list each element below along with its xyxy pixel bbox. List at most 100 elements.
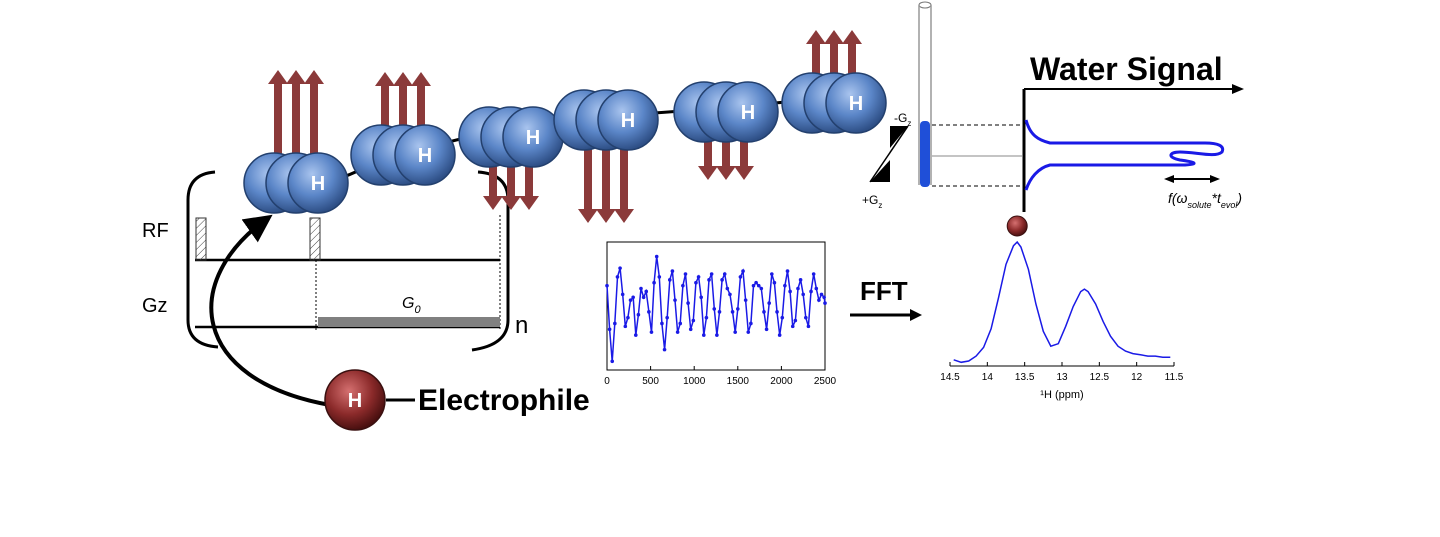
spin-group: H — [553, 89, 659, 223]
gradient-line — [869, 125, 909, 183]
data-point — [701, 333, 706, 337]
pos-gradient-label: +Gz — [862, 193, 882, 210]
shift-arrow-left — [1164, 175, 1174, 183]
water-signal-trace — [1024, 119, 1225, 191]
x-tick-label: 2500 — [814, 376, 837, 387]
repeat-label: n — [515, 312, 528, 339]
shift-arrow-right — [1210, 175, 1220, 183]
data-point — [746, 330, 751, 334]
data-point — [678, 321, 683, 326]
data-point — [722, 272, 727, 276]
spin-group: H — [673, 81, 779, 180]
data-point — [712, 307, 717, 311]
spin-arrow — [578, 138, 598, 223]
spin-arrow — [501, 155, 521, 210]
spin-sphere — [287, 152, 349, 214]
data-point — [636, 312, 641, 317]
x-tick-label: 1500 — [727, 376, 750, 387]
spin-sphere — [717, 81, 779, 143]
spin-sphere — [394, 124, 456, 186]
x-tick-label: 12.5 — [1090, 372, 1110, 383]
shift-annotation: f(ωsolute*tevol) — [1168, 190, 1242, 210]
water-signal-group: Water Signal f(ωsolute*tevol) — [1022, 51, 1244, 212]
data-point — [626, 315, 630, 320]
spin-arrow — [734, 130, 754, 180]
data-point — [652, 280, 656, 285]
electrophile-label: Electrophile — [418, 384, 590, 417]
gradient-block — [318, 317, 500, 327]
data-point — [681, 283, 685, 288]
data-point — [660, 321, 664, 326]
spin-arrow — [614, 138, 634, 223]
data-point — [798, 278, 803, 282]
data-point — [743, 298, 748, 302]
rf-pulse-2 — [309, 217, 321, 261]
data-point — [822, 295, 826, 300]
spin-arrow — [393, 72, 413, 127]
data-point — [762, 310, 766, 314]
data-point — [605, 283, 609, 288]
rf-label: RF — [142, 220, 169, 242]
data-point — [707, 278, 711, 282]
data-point — [728, 292, 732, 297]
x-tick-label: 2000 — [770, 376, 793, 387]
tube-sample — [920, 121, 930, 187]
spin-sphere — [825, 72, 887, 134]
data-point — [751, 283, 756, 288]
spin-arrow — [304, 70, 324, 155]
fft-group: FFT — [850, 276, 922, 321]
spin-atom-label: H — [311, 173, 325, 195]
spin-atom-label: H — [849, 93, 863, 115]
data-point — [775, 310, 779, 314]
exchange-arrow — [209, 214, 331, 407]
data-point — [675, 330, 680, 334]
spin-atom-label: H — [741, 102, 755, 124]
data-point — [777, 333, 782, 337]
data-point — [738, 275, 743, 279]
x-axis-label: ¹H (ppm) — [1040, 389, 1083, 401]
data-point — [780, 315, 785, 320]
data-point — [793, 318, 798, 323]
data-point — [817, 298, 821, 302]
x-tick-label: 11.5 — [1165, 372, 1184, 383]
data-point — [772, 280, 777, 285]
spin-arrow — [698, 130, 718, 180]
data-point — [683, 272, 688, 276]
spin-group: H — [781, 30, 887, 134]
spin-arrow — [268, 70, 288, 155]
spin-arrow — [806, 30, 826, 75]
spin-arrow — [375, 72, 395, 127]
electrophile-atom — [324, 369, 386, 431]
data-point — [806, 324, 811, 329]
data-point — [819, 292, 824, 297]
spin-arrow — [286, 70, 306, 155]
series-line — [953, 240, 1171, 364]
x-tick-label: 13.5 — [1015, 372, 1035, 383]
spin-group: H — [350, 72, 456, 186]
spin-arrow — [411, 72, 431, 127]
rf-pulse-1 — [195, 217, 207, 261]
pulse-sequence: RF Gz G0 n — [142, 170, 528, 352]
x-tick-label: 13 — [1056, 372, 1068, 383]
data-point — [783, 283, 787, 288]
spin-atom-label: H — [526, 127, 540, 149]
data-point — [699, 295, 703, 300]
water-signal-title: Water Signal — [1030, 51, 1223, 87]
neg-gradient-label: -Gz — [894, 111, 911, 128]
water-signal-arrowhead — [1232, 84, 1244, 94]
left-bracket — [186, 170, 219, 349]
x-tick-label: 12 — [1131, 372, 1143, 383]
data-point — [759, 286, 764, 291]
data-point — [788, 289, 792, 294]
x-tick-label: 0 — [604, 376, 610, 387]
data-point — [628, 298, 633, 302]
data-point — [754, 280, 758, 285]
data-point — [654, 254, 659, 259]
data-point — [665, 315, 669, 320]
data-point — [715, 333, 719, 337]
data-point — [662, 347, 667, 352]
data-point — [767, 301, 771, 305]
